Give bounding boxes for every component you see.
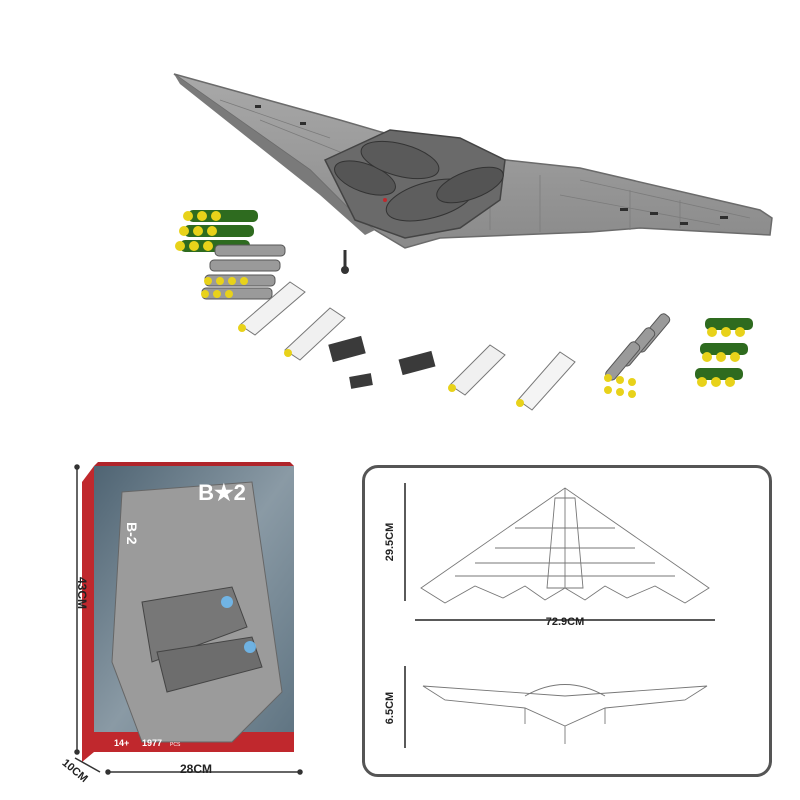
dimension-diagram-panel: 29.5CM 72.9CM 6.5CM — [362, 465, 772, 777]
munitions-gray-right — [604, 313, 671, 398]
missile-white-3 — [448, 344, 506, 396]
model-wingspan-label: 72.9CM — [546, 616, 585, 628]
small-parts — [328, 335, 436, 389]
munitions-gray-left — [201, 244, 286, 300]
missile-white-1 — [238, 281, 306, 336]
box-logo: B★2 — [198, 480, 246, 505]
box-height-label: 43CM — [75, 577, 89, 610]
box-aircraft-art — [111, 481, 283, 743]
piece-count: 1977 — [142, 738, 162, 748]
model-fuselage — [323, 129, 506, 274]
model-length-label: 29.5CM — [384, 523, 396, 562]
piece-unit: PCS — [170, 742, 181, 748]
missile-white-4 — [516, 351, 576, 411]
side-view-outline — [422, 684, 708, 744]
model-photo — [160, 60, 790, 420]
b2-model-illustration — [173, 73, 773, 411]
munitions-green-left — [175, 210, 258, 252]
top-view-outline — [420, 487, 710, 604]
product-box: B★2 B-2 14+ 1977 PCS — [82, 462, 307, 772]
model-height-label: 6.5CM — [384, 692, 396, 724]
age-label: 14+ — [114, 738, 129, 748]
box-side-title: B-2 — [124, 522, 140, 545]
box-width-label: 28CM — [180, 762, 213, 776]
box-side-panel — [82, 466, 94, 762]
dimension-diagram: 29.5CM 72.9CM 6.5CM — [384, 483, 715, 748]
munitions-green-right — [695, 318, 753, 387]
missile-white-2 — [284, 307, 346, 361]
